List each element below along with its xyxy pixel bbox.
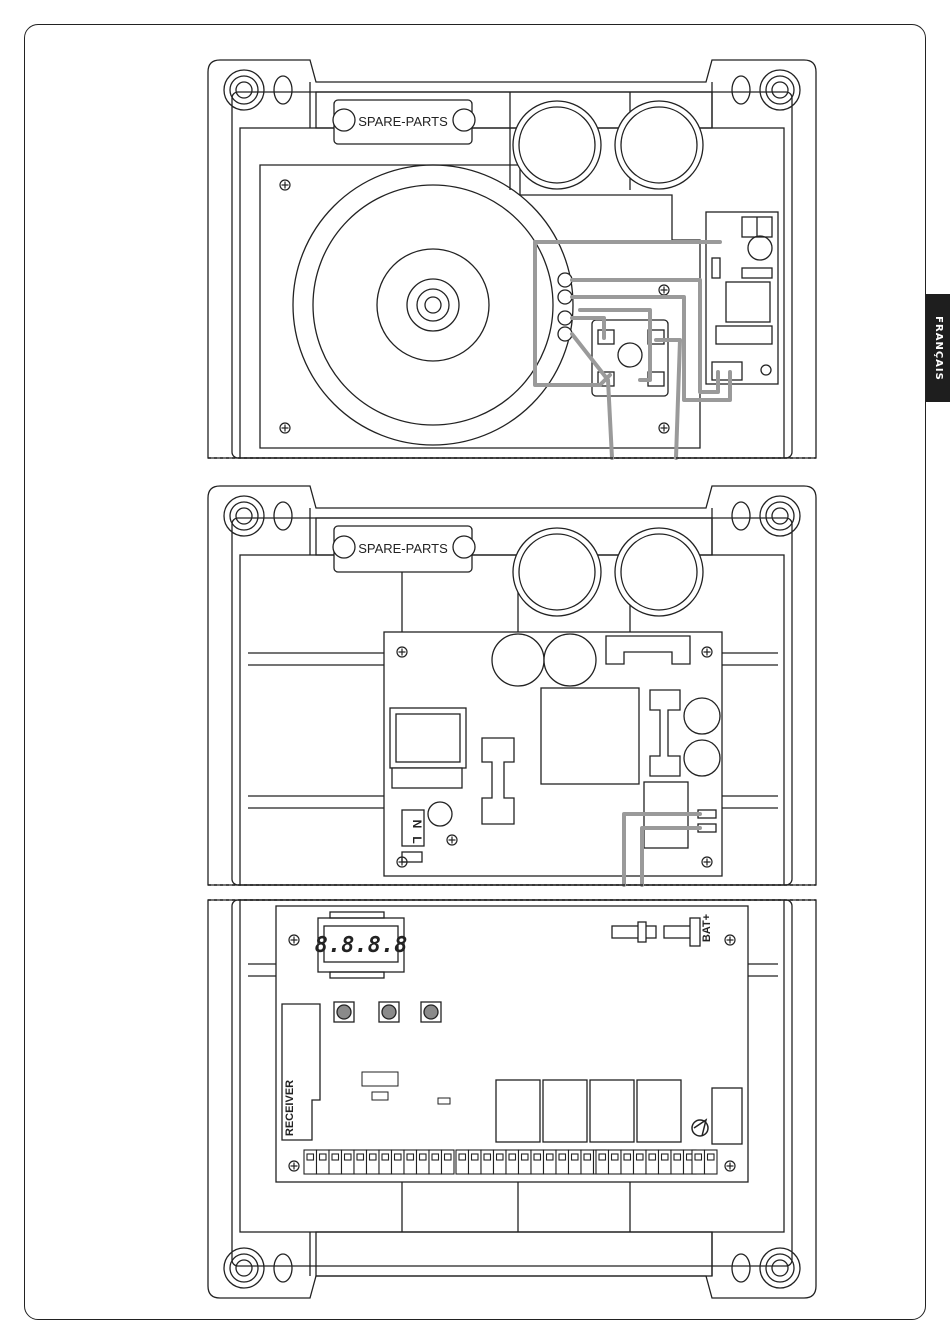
terminal-screw [382, 1154, 389, 1160]
terminal-screw [332, 1154, 339, 1160]
terminal-screw [584, 1154, 591, 1160]
terminal-screw [599, 1154, 606, 1160]
terminal-screw [572, 1154, 579, 1160]
control-buttons [334, 1002, 441, 1022]
terminal-screw [637, 1154, 644, 1160]
terminal-screw [695, 1154, 702, 1160]
terminal-screw [407, 1154, 414, 1160]
corner-screw-icon [760, 70, 800, 110]
terminal-screw [307, 1154, 314, 1160]
receiver-label: RECEIVER [284, 1080, 296, 1136]
terminal-screw [509, 1154, 516, 1160]
spare-parts-plate: SPARE-PARTS [333, 100, 475, 144]
terminal-screw [484, 1154, 491, 1160]
spare-parts-plate: SPARE-PARTS [333, 526, 475, 572]
power-supply-board [384, 632, 722, 876]
display-readout: 8.8.8.8 [315, 933, 408, 958]
corner-screw-icon [224, 70, 264, 110]
fuse-board [706, 212, 778, 384]
terminal-screw [497, 1154, 504, 1160]
terminal-strips [304, 1150, 717, 1174]
terminal-screw [534, 1154, 541, 1160]
terminal-screw [395, 1154, 402, 1160]
battery-label: BAT+ [701, 914, 713, 942]
terminal-screw [624, 1154, 631, 1160]
terminal-screw [708, 1154, 715, 1160]
terminal-screw [420, 1154, 427, 1160]
terminal-screw [472, 1154, 479, 1160]
terminal-screw [370, 1154, 377, 1160]
terminal-screw [674, 1154, 681, 1160]
terminal-screw [345, 1154, 352, 1160]
terminal-screw [522, 1154, 529, 1160]
terminal-screw [559, 1154, 566, 1160]
transformer [293, 165, 573, 445]
button-2[interactable] [382, 1005, 396, 1019]
terminal-screw [547, 1154, 554, 1160]
terminal-l-label: L [410, 836, 424, 843]
button-1[interactable] [337, 1005, 351, 1019]
terminal-screw [649, 1154, 656, 1160]
terminal-n-label: N [410, 820, 424, 829]
button-3[interactable] [424, 1005, 438, 1019]
terminal-screw [459, 1154, 466, 1160]
spare-parts-label: SPARE-PARTS [358, 114, 448, 129]
spare-parts-label: SPARE-PARTS [358, 541, 448, 556]
terminal-screw [612, 1154, 619, 1160]
terminal-screw [432, 1154, 439, 1160]
terminal-screw [320, 1154, 327, 1160]
terminal-screw [662, 1154, 669, 1160]
terminal-screw [357, 1154, 364, 1160]
terminal-screw [445, 1154, 452, 1160]
